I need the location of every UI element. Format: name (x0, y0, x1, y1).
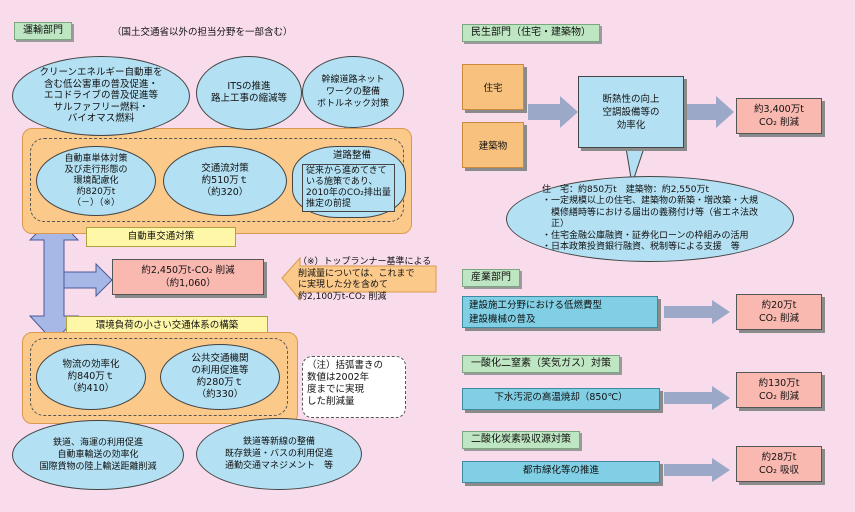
road-note: 従来から進めてきて いる施策であり、 2010年のCO₂排出量 推定の前提 (302, 164, 395, 212)
civil-header: 民生部門（住宅・建築物） (462, 24, 600, 42)
bubble-tail (625, 147, 645, 185)
input-housing: 住宅 (462, 64, 524, 110)
transit-bubble: 鉄道等新線の整備 既存鉄道・バスの利用促進 通勤交通マネジメント 等 (196, 418, 362, 490)
system-panel-dashed (30, 338, 288, 416)
transport-header: 運輸部門 (14, 22, 72, 40)
right-arrow-icon (528, 96, 578, 128)
right-arrow-icon (664, 386, 730, 410)
band-auto-measures: 自動車交通対策 (86, 227, 236, 247)
footnote-box: （注）括弧書きの 数値は2002年 度までに実現 した削減量 (302, 356, 406, 418)
n2o-result-box: 約130万t CO₂ 削減 (736, 372, 822, 408)
vehicle-measure-circle: 自動車単体対策 及び走行形態の 環境配慮化 約820万t （－）（※） (36, 146, 156, 216)
logistics-circle: 物流の効率化 約840万ｔ （約410） (36, 344, 146, 410)
industry-result-box: 約20万t CO₂ 削減 (736, 294, 822, 330)
flow-measure-circle: 交通流対策 約510万ｔ （約320） (163, 146, 287, 216)
its-bubble: ITSの推進 路上工事の縮減等 (196, 56, 302, 130)
left-arrow-icon (281, 256, 437, 302)
toprunner-note: （※）トップランナー基準による 削減量については、これまで に実現した分を含めて… (298, 257, 432, 302)
industry-measure: 建設施工分野における低燃費型 建設機械の普及 (462, 296, 658, 328)
n2o-header: 一酸化二窒素（笑気ガス）対策 (462, 355, 620, 373)
vehicle-bubble: クリーンエネルギー自動車を 含む低公害車の普及促進・ エコドライブの普及促進等 … (12, 56, 190, 136)
right-arrow-icon (664, 458, 730, 482)
civil-result-box: 約3,400万t CO₂ 削減 (736, 98, 822, 134)
sink-header: 二酸化炭素吸収源対策 (462, 431, 580, 449)
input-building: 建築物 (462, 122, 524, 168)
civil-bubble: 住 宅：約850万t 建築物：約2,550万t ・一定規模以上の住宅、建築物の新… (506, 176, 794, 262)
scope-note: （国土交通省以外の担当分野を一部含む） (112, 27, 293, 38)
bypass-bubble: 幹線道路ネット ワークの整備 ボトルネック対策 (302, 56, 404, 128)
road-title: 道路整備 (333, 150, 372, 161)
right-arrow-icon (664, 300, 730, 324)
public-transport-circle: 公共交通機関 の利用促進等 約280万ｔ （約330） (160, 344, 280, 410)
industry-header: 産業部門 (462, 269, 520, 287)
right-arrow-icon (63, 262, 113, 298)
civil-measure-box: 断熱性の向上 空調設備等の 効率化 (578, 76, 684, 148)
rail-bubble: 鉄道、海運の利用促進 自動車輸送の効率化 国際貨物の陸上輸送距離削減 (12, 420, 184, 490)
transport-total-box: 約2,450万t-CO₂ 削減 （約1,060） (112, 259, 264, 295)
right-arrow-icon (684, 96, 734, 128)
n2o-measure: 下水汚泥の高温焼却（850℃） (462, 388, 660, 410)
sink-measure: 都市緑化等の推進 (462, 461, 660, 483)
sink-result-box: 約28万t CO₂ 吸収 (736, 446, 822, 482)
